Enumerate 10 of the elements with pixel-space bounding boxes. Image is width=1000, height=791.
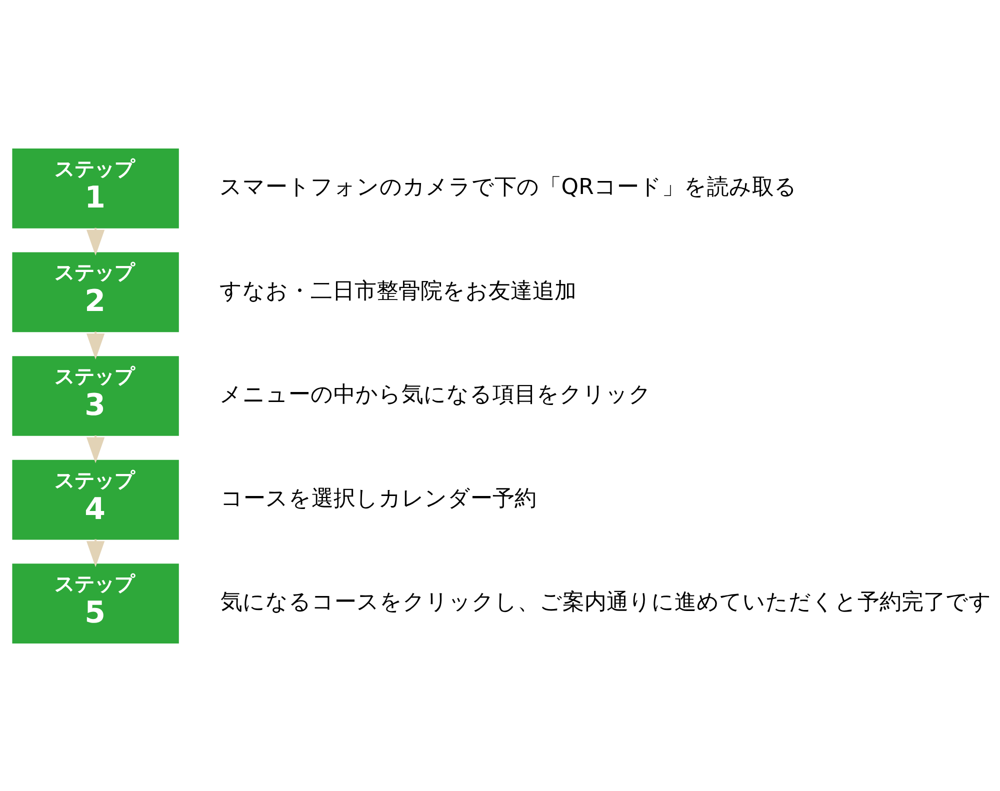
node-label: 気になるコースをクリックし、ご案内通りに進めていただくと予約完了です xyxy=(220,590,992,615)
node-box: ステップ 5 xyxy=(12,563,179,643)
node-label: コースを選択しカレンダー予約 xyxy=(220,486,536,511)
node-label: スマートフォンのカメラで下の「QRコード」を読み取る xyxy=(219,174,797,200)
node-box: ステップ 3 xyxy=(12,356,179,436)
node-label: メニューの中から気になる項目をクリック xyxy=(219,382,652,408)
node-box: ステップ 4 xyxy=(12,459,179,540)
node-box: ステップ 2 xyxy=(12,252,179,332)
node-label: すなお・二日市整骨院をお友達追加 xyxy=(219,278,576,304)
node-box: ステップ 1 xyxy=(12,148,179,228)
